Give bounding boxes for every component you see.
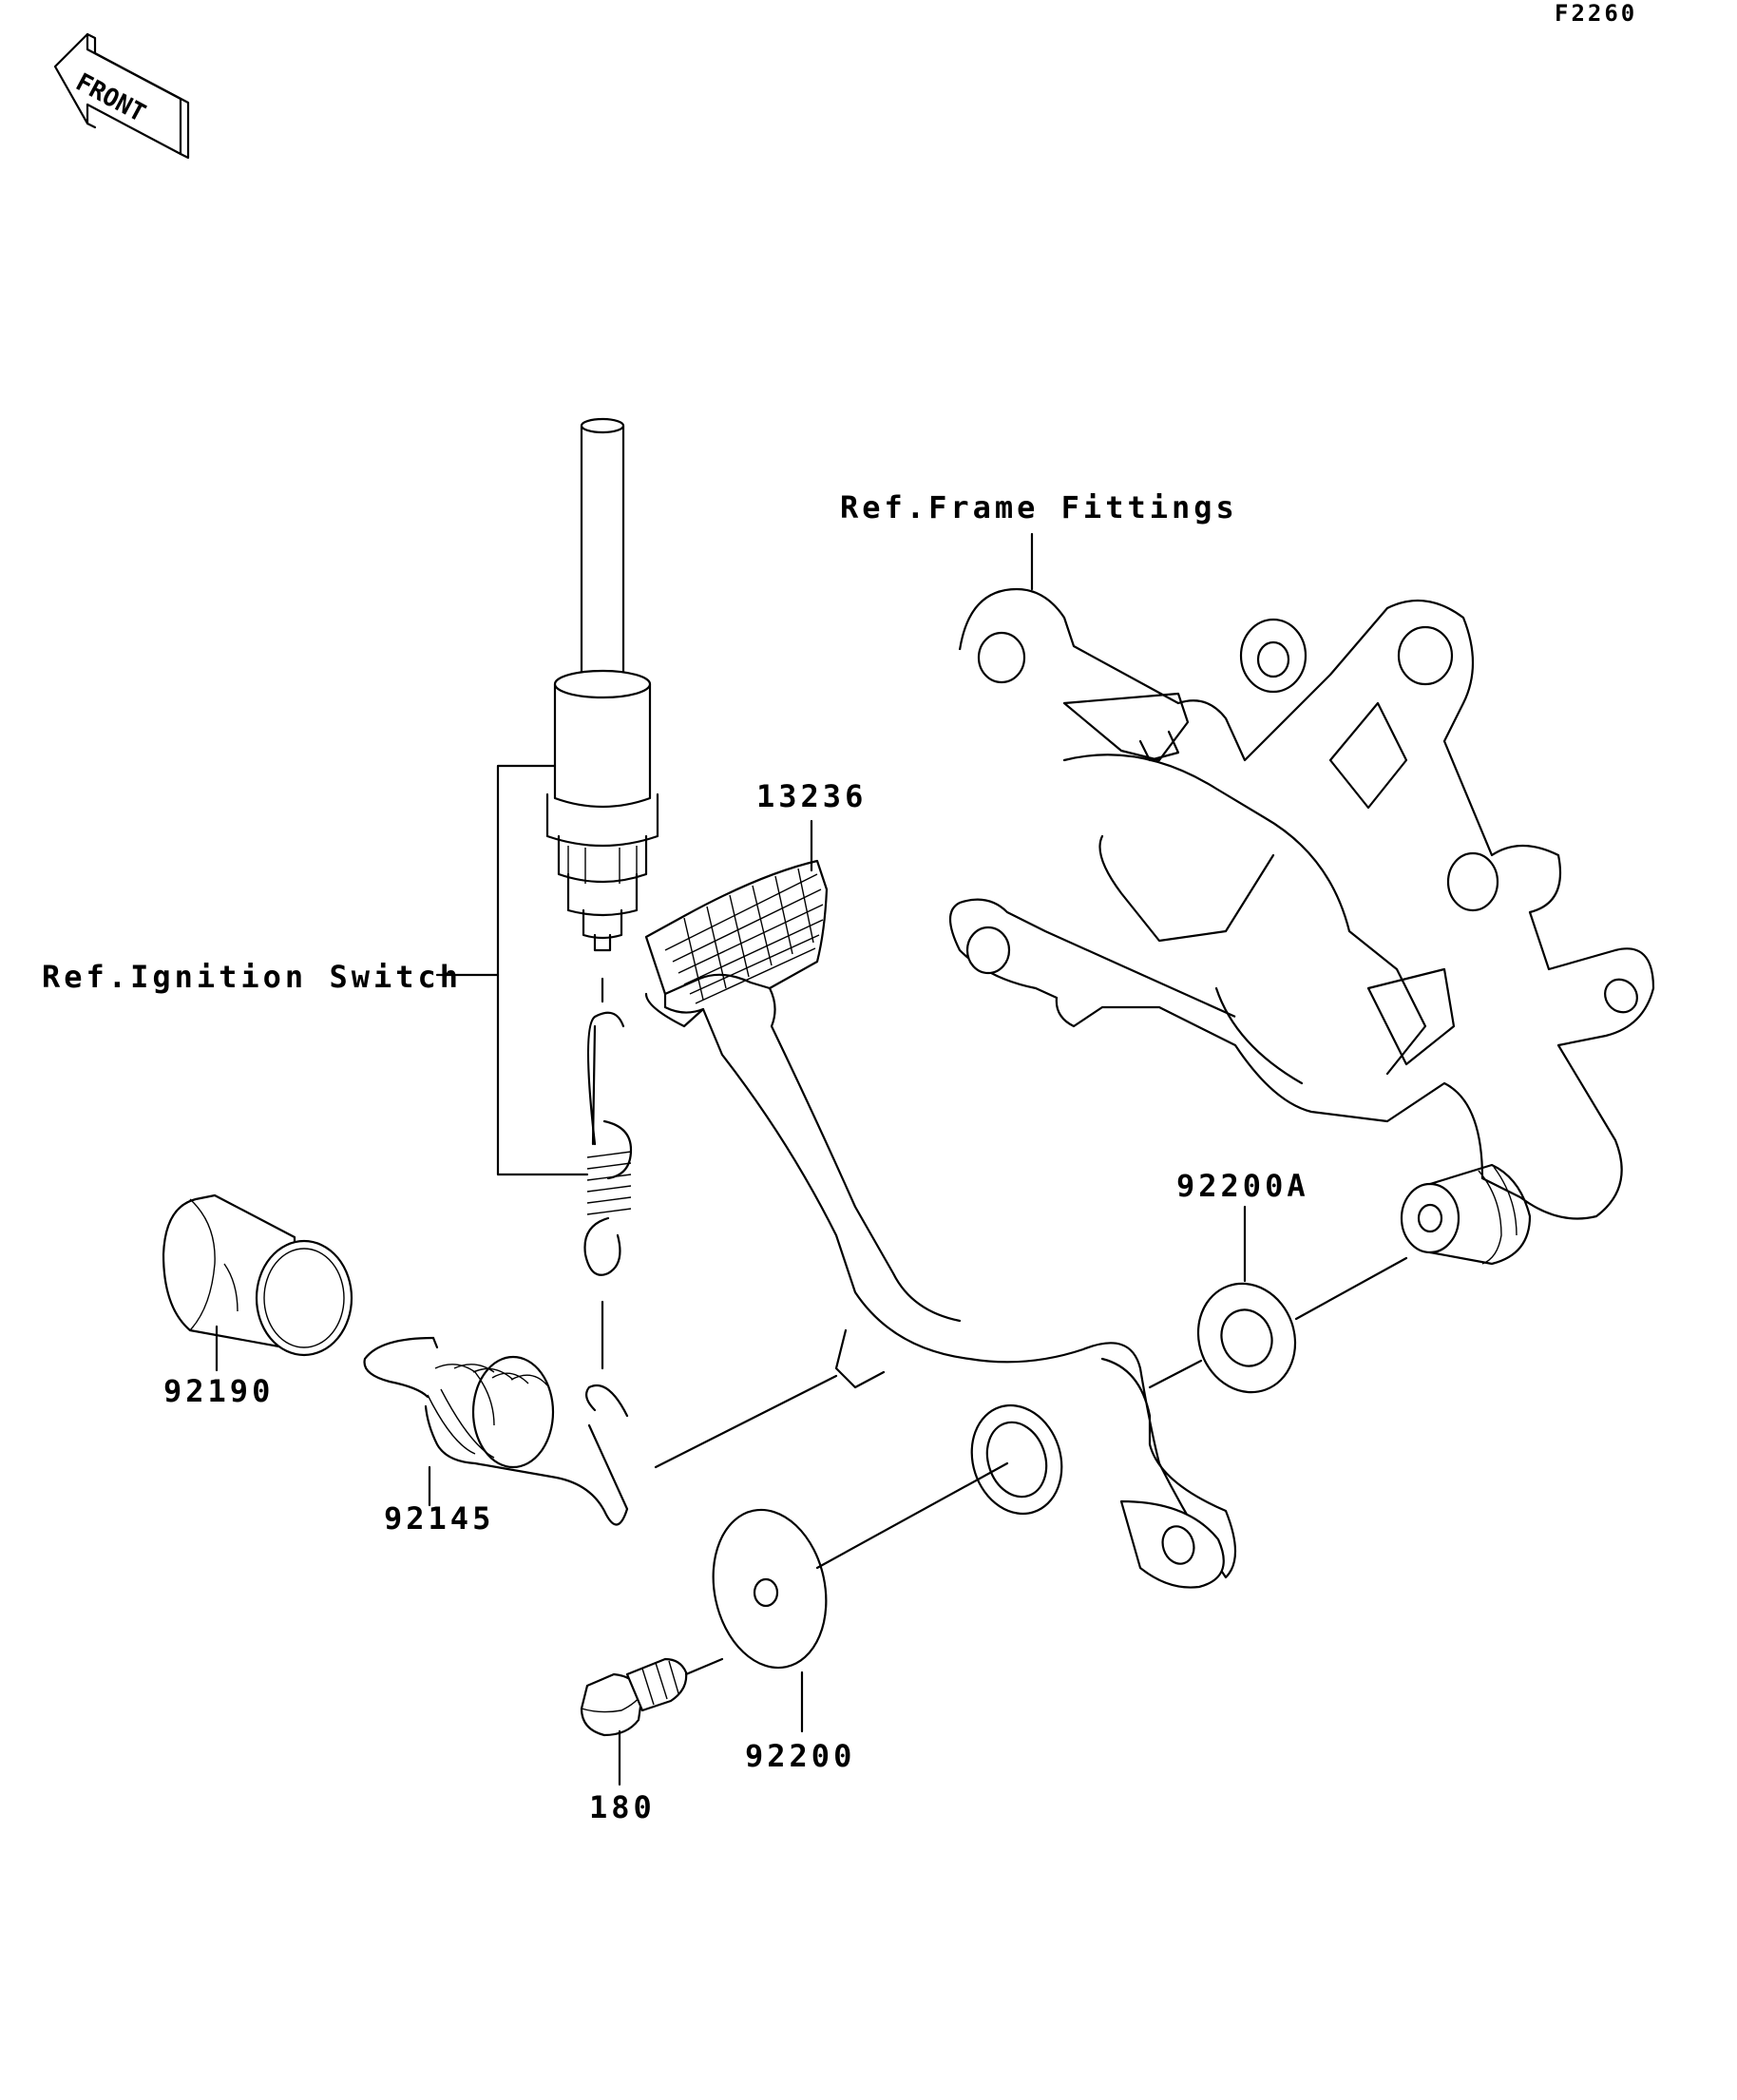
label-ref-ignition-switch: Ref.Ignition Switch — [42, 959, 463, 995]
label-part-92200: 92200 — [745, 1738, 856, 1774]
leader-lines — [215, 532, 1408, 1786]
front-arrow-icon: FRONT — [53, 32, 190, 160]
washer-92200a — [1196, 1282, 1297, 1394]
collar-92190 — [162, 1193, 353, 1357]
ignition-switch — [545, 417, 659, 952]
label-part-92145: 92145 — [384, 1500, 495, 1537]
ignition-bracket — [435, 764, 589, 1176]
diagram-code: F2260 — [1555, 0, 1638, 27]
spring-92145 — [363, 1336, 838, 1526]
bolt-180 — [580, 1657, 724, 1737]
label-ref-frame-fittings: Ref.Frame Fittings — [840, 489, 1238, 525]
label-part-92190: 92190 — [163, 1373, 275, 1409]
label-part-92200a: 92200A — [1176, 1168, 1309, 1204]
brake-pedal — [644, 859, 1236, 1589]
switch-spring — [583, 977, 633, 1370]
frame-fitting — [948, 587, 1655, 1266]
washer-92200 — [712, 1461, 1009, 1670]
pedal-pad-grid — [664, 868, 824, 1004]
label-part-13236: 13236 — [756, 778, 868, 814]
label-part-180: 180 — [589, 1789, 656, 1825]
